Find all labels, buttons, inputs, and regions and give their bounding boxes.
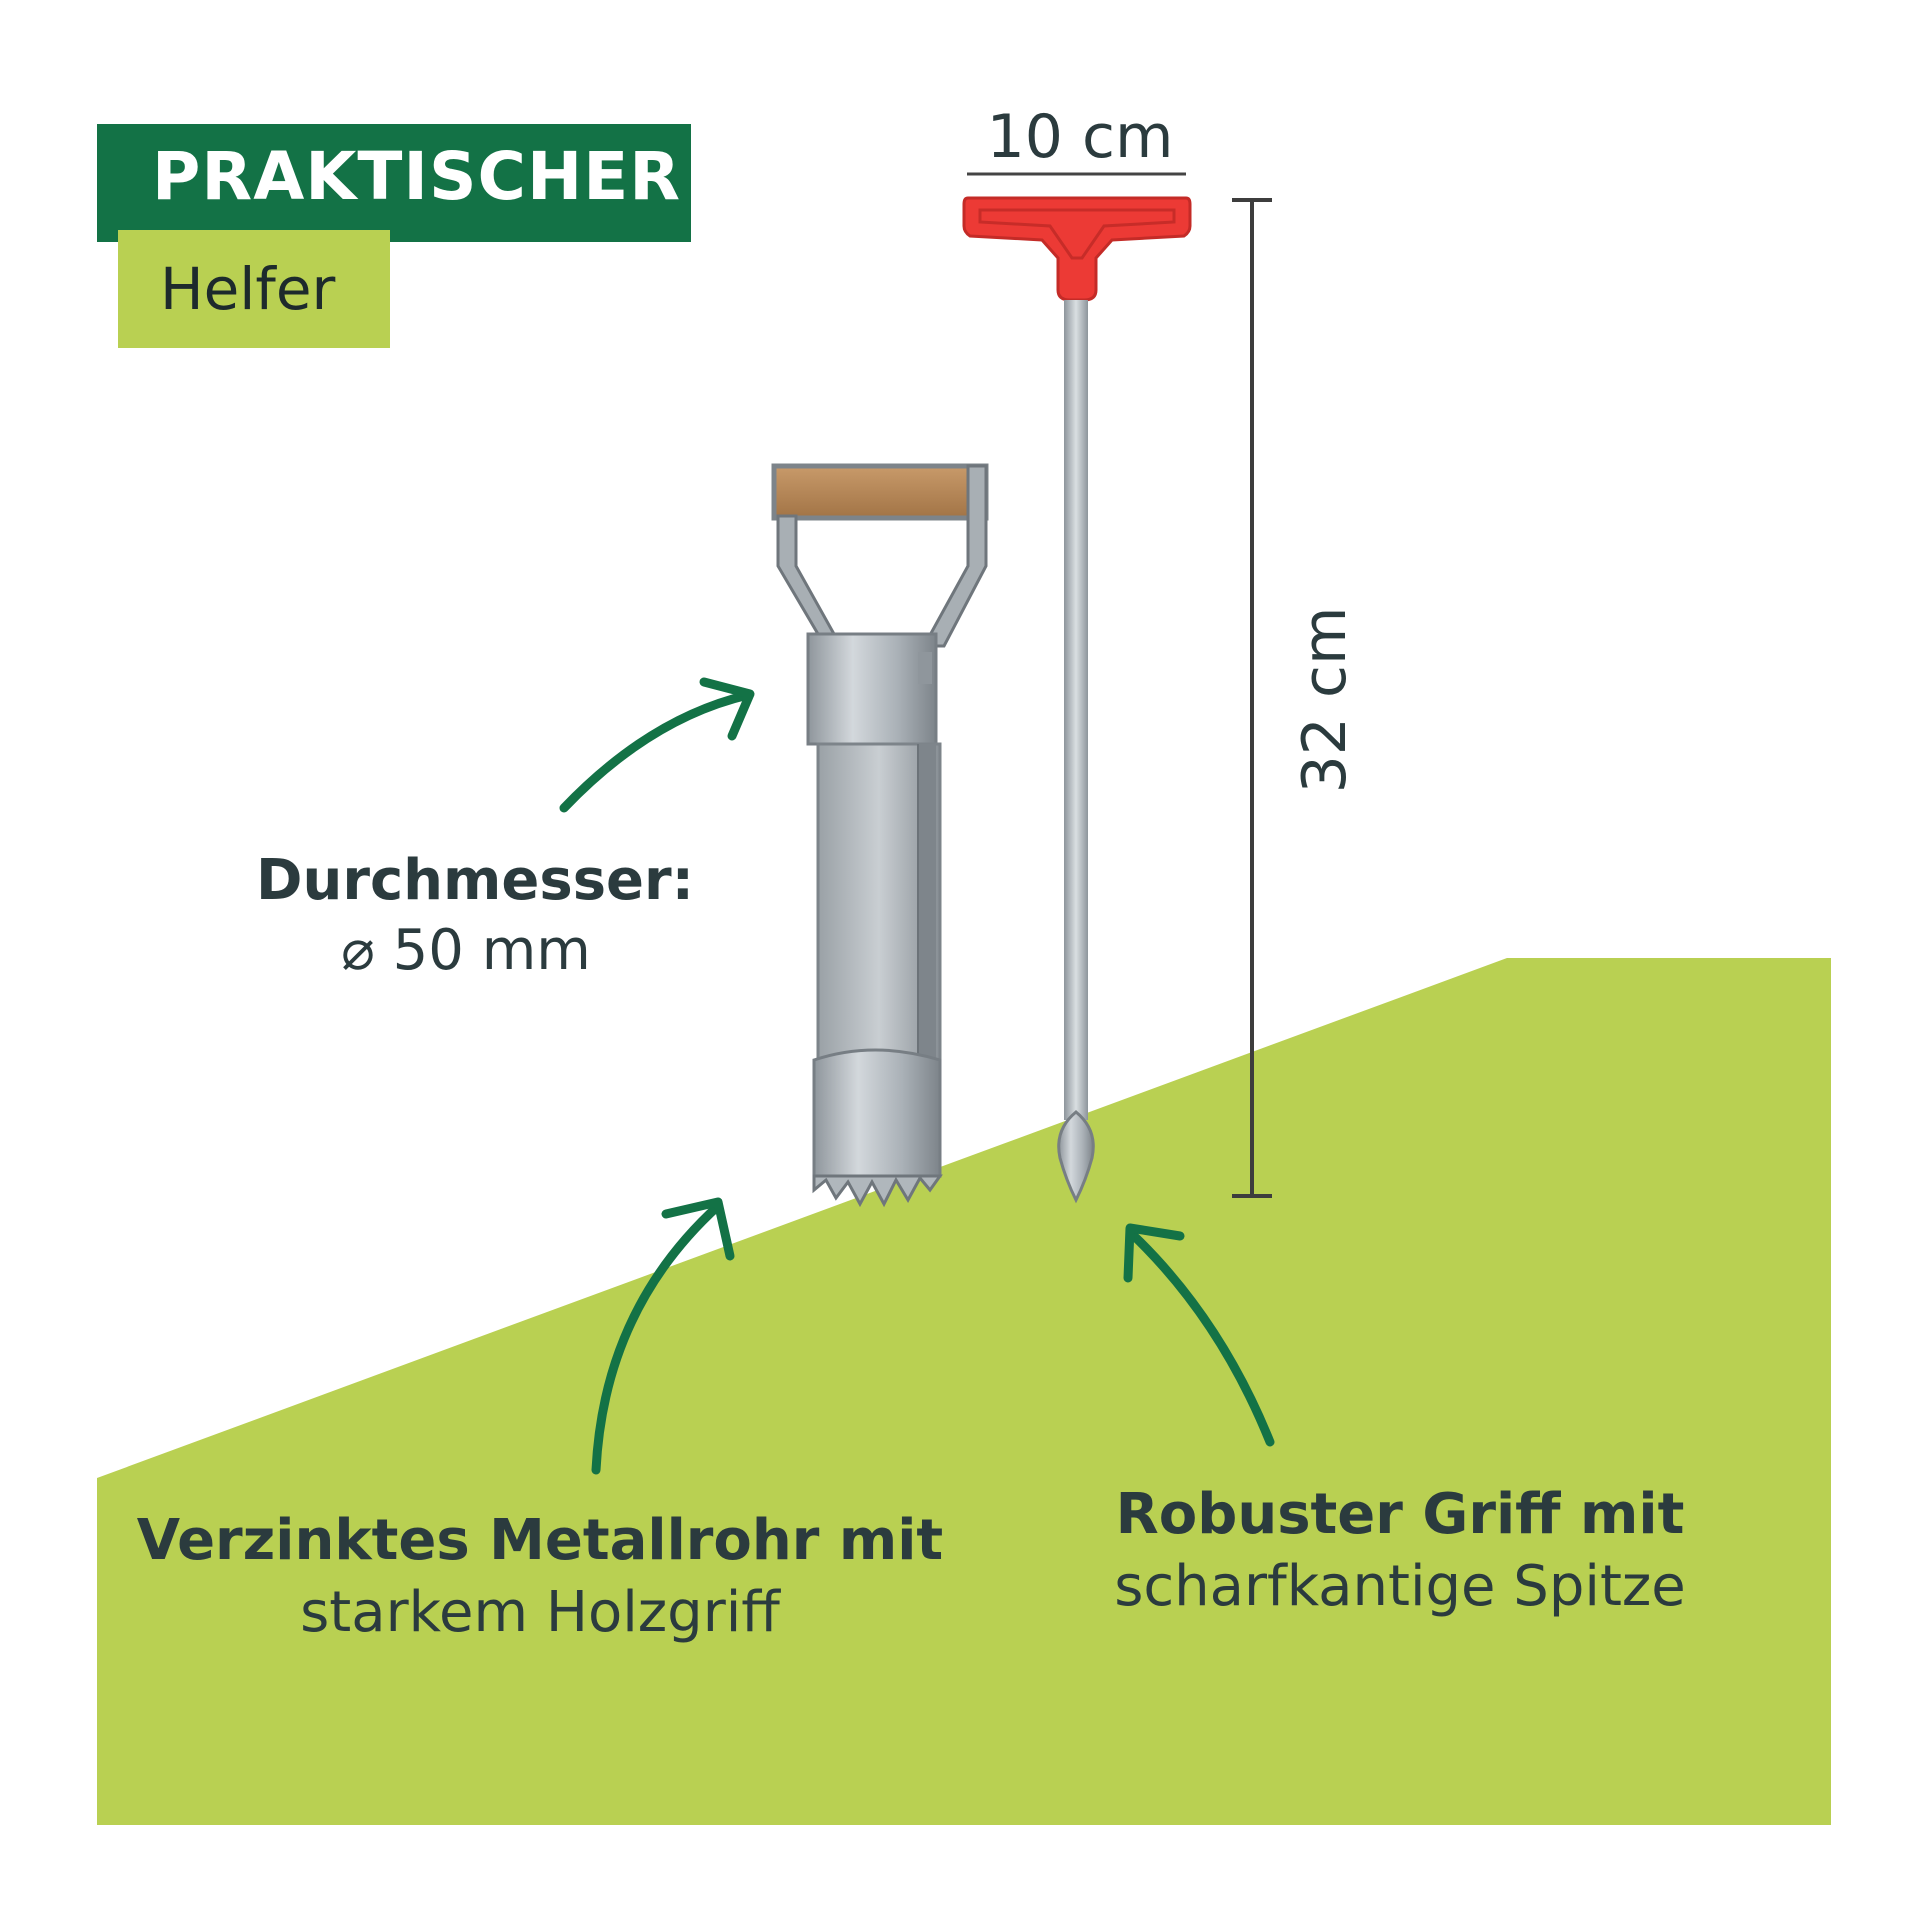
tube-collar	[806, 632, 938, 746]
tube-feature-title: Verzinktes Metallrohr mit	[136, 1508, 944, 1573]
arrow-diameter-icon	[559, 690, 753, 813]
red-t-handle	[962, 196, 1192, 302]
height-dimension-line	[1232, 198, 1272, 1198]
tube-feature-subtitle: starkem Holzgriff	[300, 1580, 780, 1645]
arrow-handle-icon	[1127, 1229, 1275, 1447]
dibber-tool	[962, 196, 1192, 1204]
wooden-handle	[774, 466, 986, 518]
handle-arm-left	[776, 514, 837, 636]
sharp-tip	[1057, 1110, 1095, 1204]
header-badge	[97, 124, 691, 242]
width-dimension-label: 10 cm	[986, 102, 1174, 172]
green-slope-background	[97, 958, 1831, 1825]
metal-rod	[1064, 300, 1088, 1120]
header-sub-badge	[118, 230, 390, 348]
diameter-title: Durchmesser:	[256, 848, 695, 913]
handle-feature-title: Robuster Griff mit	[1115, 1482, 1685, 1547]
diameter-value: ⌀ 50 mm	[341, 918, 591, 983]
header-title: PRAKTISCHER	[152, 138, 682, 215]
header-subtitle: Helfer	[160, 255, 336, 323]
bulb-planter	[771, 463, 989, 1208]
handle-feature-subtitle: scharfkantige Spitze	[1114, 1554, 1686, 1619]
serrated-cutting-edge	[812, 1174, 943, 1208]
height-dimension-label: 32 cm	[1290, 606, 1360, 794]
tube-bottom-ring	[812, 1048, 942, 1178]
arrow-tube-icon	[591, 1201, 723, 1475]
